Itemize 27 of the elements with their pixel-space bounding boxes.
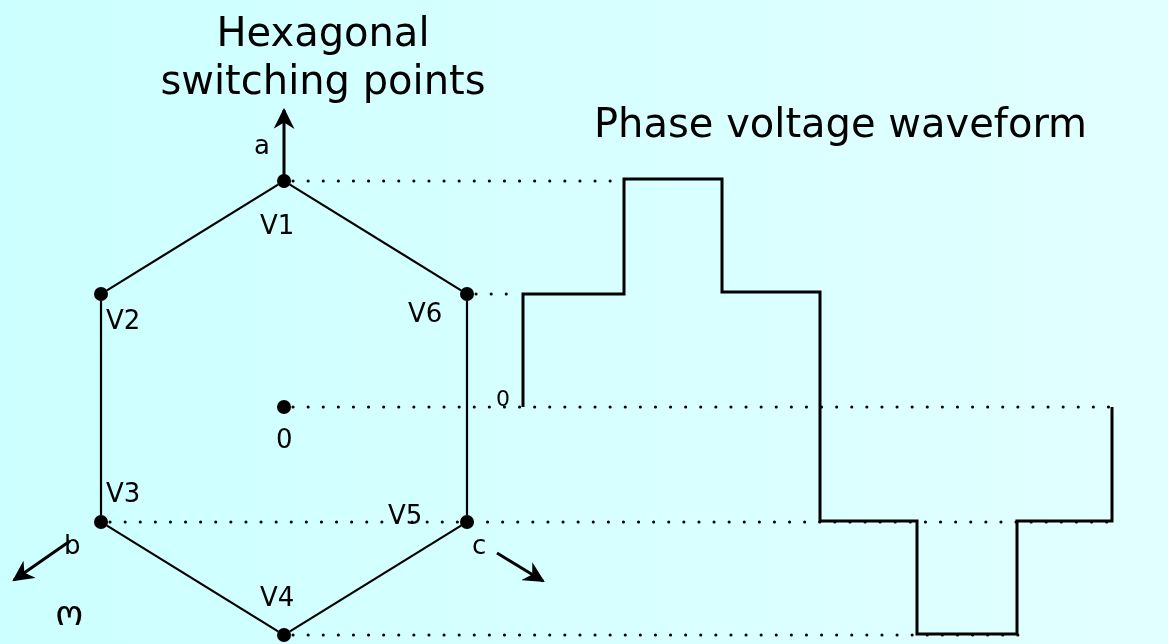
- vertex-label: V1: [260, 210, 295, 240]
- zero-level-label: 0: [496, 386, 510, 411]
- vertex-label: V3: [106, 478, 141, 508]
- vertex-label: V2: [106, 305, 141, 335]
- vertex-dot: [277, 400, 291, 414]
- vertex-dot: [460, 515, 474, 529]
- hexagon-side: [106, 183, 279, 292]
- hexagon-side: [465, 301, 469, 515]
- axis-label: c: [472, 530, 487, 560]
- axis-label: a: [254, 130, 270, 160]
- vertex-dot: [94, 287, 108, 301]
- heading: Phase voltage waveform: [594, 100, 1088, 146]
- vertex-dot: [277, 174, 291, 188]
- hexagon-side: [99, 301, 103, 515]
- hexagon-side: [289, 183, 462, 292]
- vertex-dot: [460, 287, 474, 301]
- vertex-label: V6: [408, 298, 443, 328]
- vertex-label: 0: [276, 424, 293, 454]
- vertex-label: V4: [260, 582, 295, 612]
- waveform-line: [521, 177, 1114, 637]
- vertex-dot: [277, 628, 291, 642]
- diagram-title: Hexagonal switching points: [159, 8, 487, 104]
- hexagon-side: [289, 524, 462, 633]
- vertex-label: V5: [388, 500, 423, 530]
- hexagon-side: [106, 524, 279, 633]
- vertex-dot: [94, 515, 108, 529]
- rotation-symbol: ω: [55, 598, 84, 638]
